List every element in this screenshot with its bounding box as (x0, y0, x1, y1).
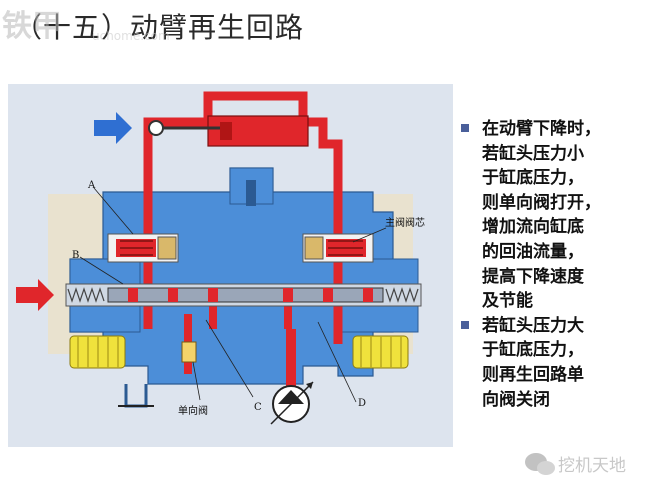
cylinder-line (143, 91, 343, 244)
spool-springs (67, 287, 419, 303)
page-title: （十五）动臂再生回路 (14, 11, 305, 44)
bullet-item: 若缸头压力大 于缸底压力， 则再生回路单 向阀关闭 (458, 314, 648, 412)
pump-variable-arrow (270, 381, 314, 425)
spool-lands (128, 288, 373, 302)
watermark-site: uchome.com (92, 29, 170, 43)
callout-b: B (72, 250, 79, 261)
dome-slot (246, 180, 256, 206)
left-solenoid (69, 335, 126, 369)
bullet-square-icon (461, 124, 469, 132)
wechat-icon (525, 453, 555, 475)
boom-arrow (94, 112, 132, 144)
pump-triangle (278, 390, 304, 404)
tank-line (124, 384, 148, 408)
single-check-valve (181, 341, 197, 363)
callout-a: A (87, 180, 96, 191)
input-arrow (16, 279, 54, 311)
hydraulic-diagram: A B C D 主阀阀芯 单向阀 (8, 84, 453, 447)
left-cartridge (107, 233, 179, 263)
bullet-item: 在动臂下降时， 若缸头压力小 于缸底压力， 则单向阀打开， 增加流向缸底 的回油… (458, 117, 648, 314)
bullet-square-icon (461, 320, 469, 329)
callout-check-valve: 单向阀 (178, 404, 208, 417)
watermark-logo: 铁甲 uchome.com (2, 9, 170, 44)
bullet-list: 在动臂下降时， 若缸头压力小 于缸底压力， 则单向阀打开， 增加流向缸底 的回油… (458, 117, 648, 412)
main-spool (107, 287, 384, 303)
watermark-bottom: 挖机天地 (525, 453, 626, 476)
right-solenoid (352, 335, 409, 369)
watermark-bottom-text: 挖机天地 (558, 456, 626, 476)
watermark-brand: 铁甲 (2, 9, 62, 44)
cylinder-piston (220, 122, 232, 140)
callout-main-spool: 主阀阀芯 (385, 216, 425, 229)
callout-c: C (254, 402, 262, 413)
callout-d: D (358, 398, 366, 409)
hydraulic-diagram-svg: A B C D 主阀阀芯 单向阀 (16, 91, 425, 425)
rod-eye (148, 120, 164, 136)
bullet-text: 在动臂下降时， 若缸头压力小 于缸底压力， 则单向阀打开， 增加流向缸底 的回油… (482, 119, 601, 312)
bullet-text: 若缸头压力大 于缸底压力， 则再生回路单 向阀关闭 (482, 315, 584, 410)
callout-lines (79, 187, 387, 403)
